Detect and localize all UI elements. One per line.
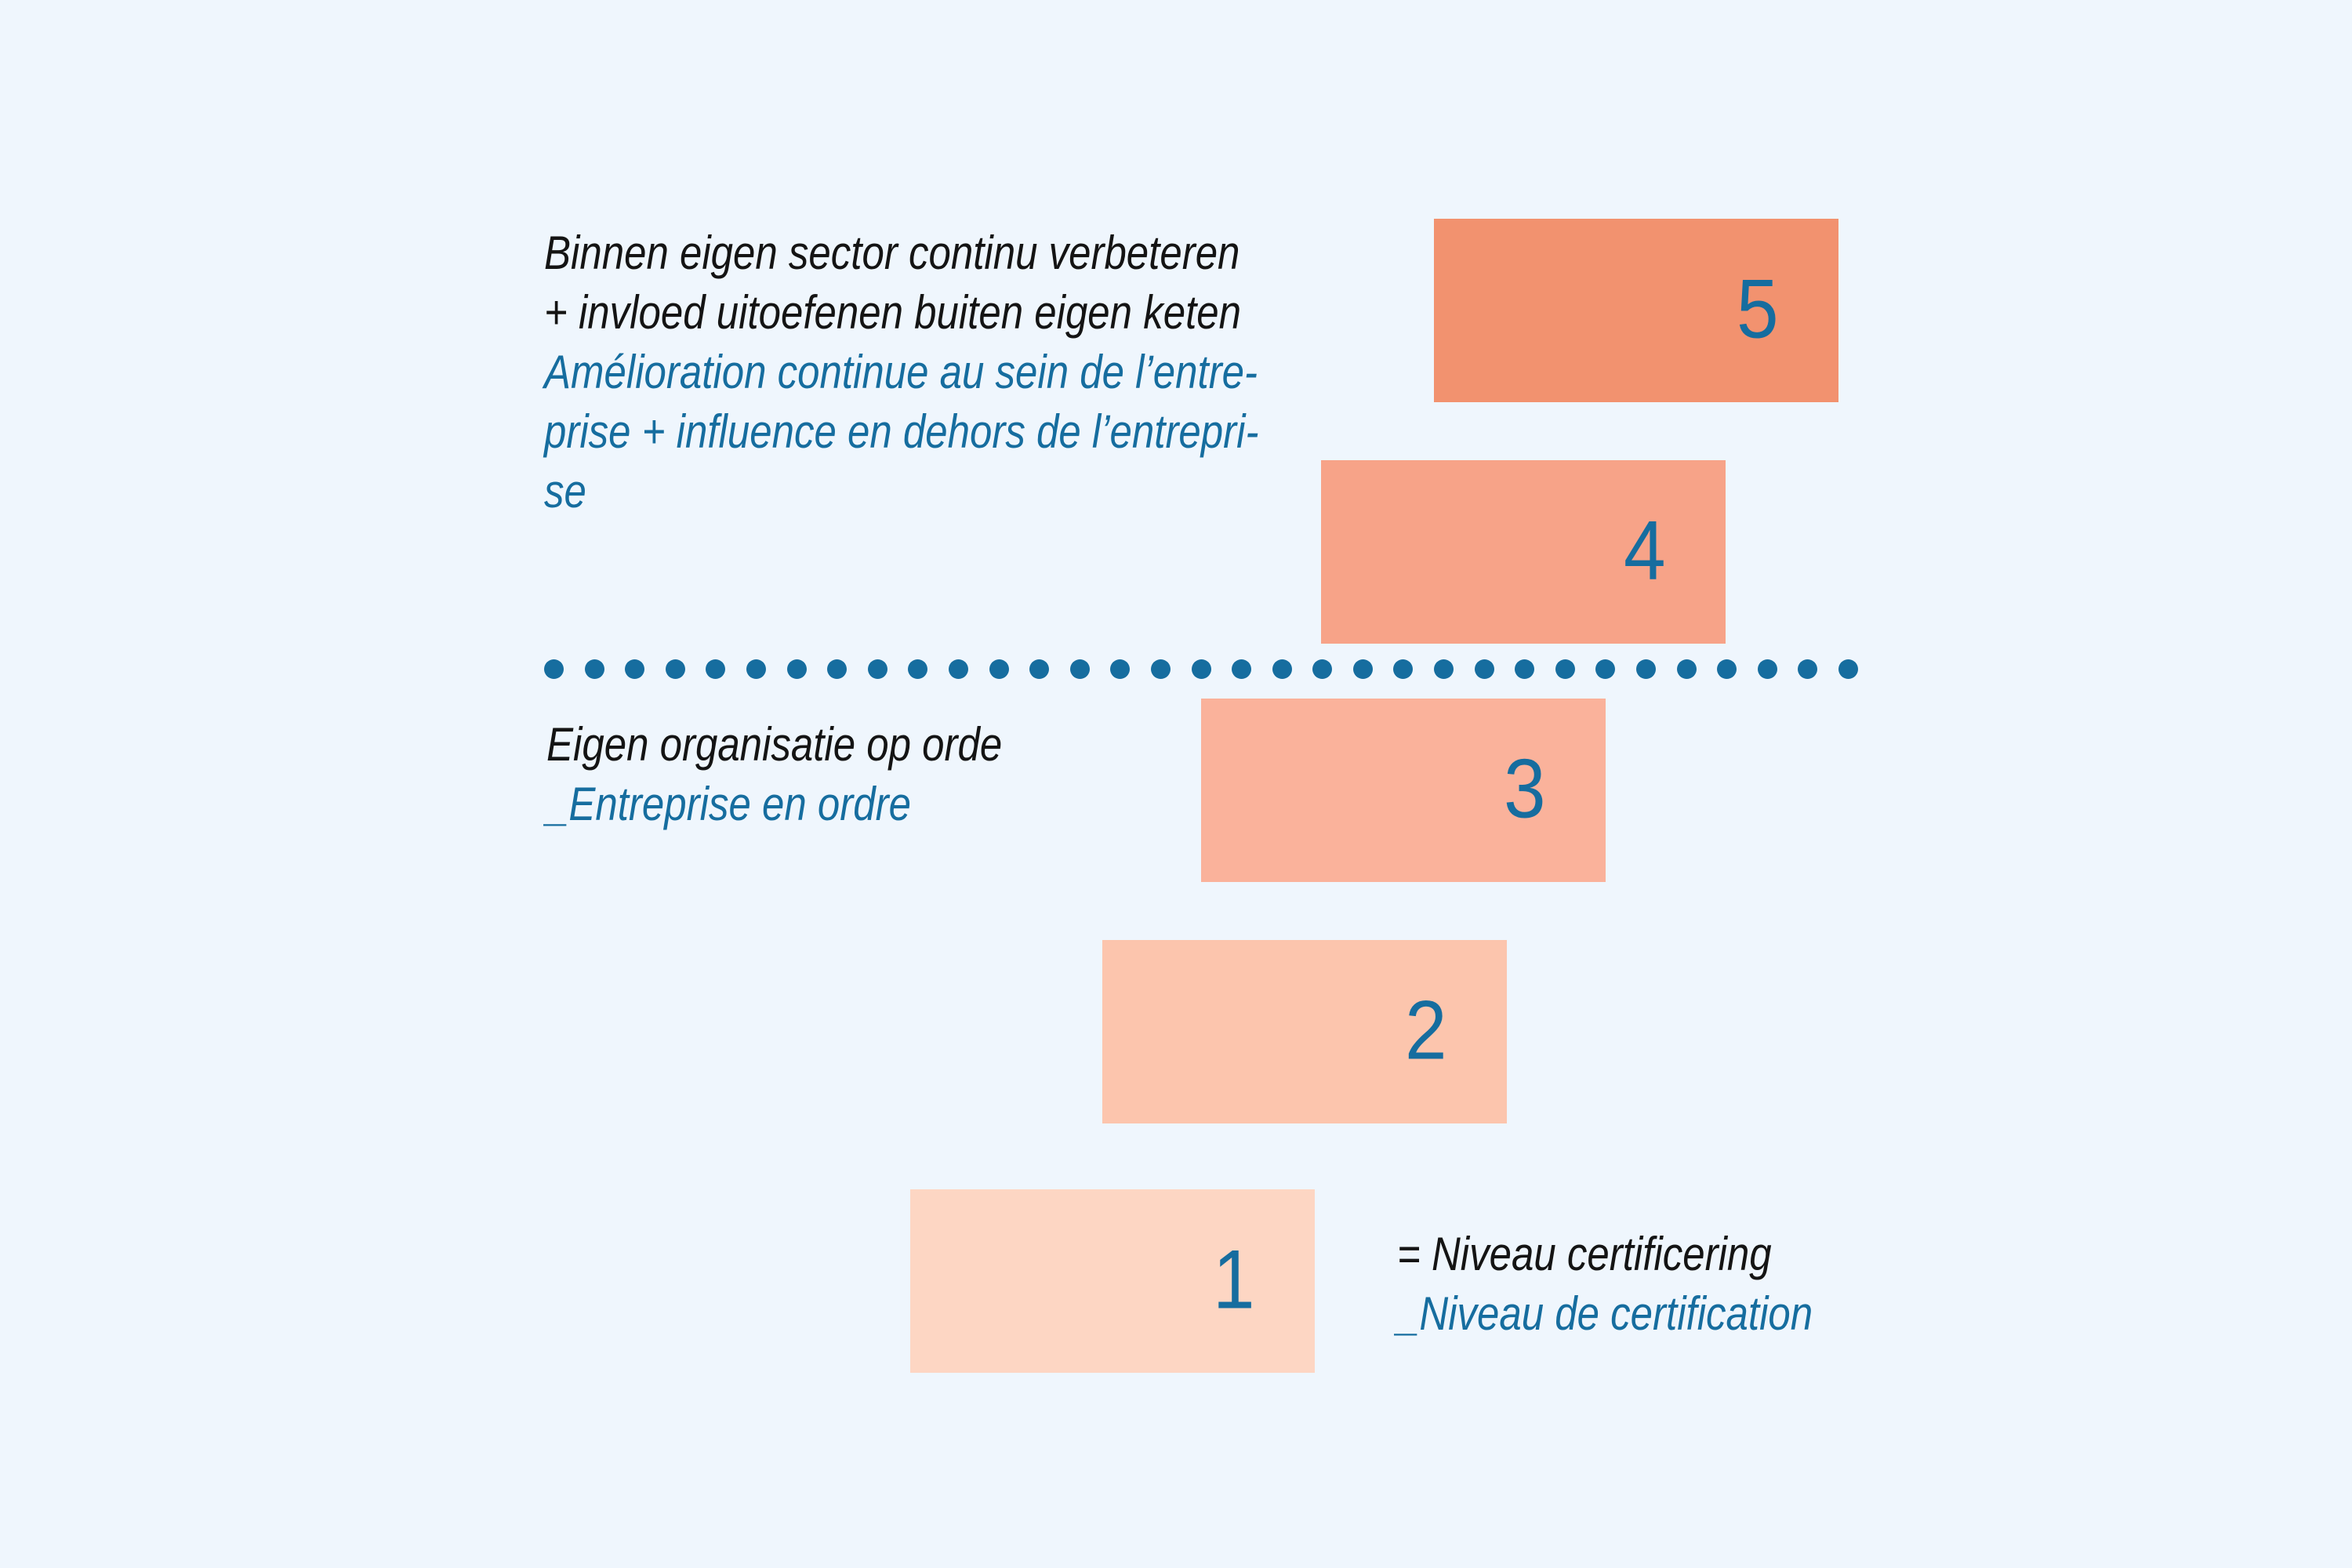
top-annotation-nl-line2: + invloed uitoefenen buiten eigen keten (544, 286, 1241, 339)
divider-dot (1191, 659, 1211, 679)
level-4-number: 4 (1624, 503, 1666, 597)
legend-fr: _Niveau de certification (1397, 1287, 1813, 1340)
divider-dot (706, 659, 726, 679)
divider-dot (1232, 659, 1252, 679)
top-annotation: Binnen eigen sector continu verbeteren +… (544, 223, 1385, 521)
divider-dot (1595, 659, 1616, 679)
mid-annotation: Eigen organisatie op orde _Entreprise en… (546, 715, 1083, 834)
divider-dot (989, 659, 1009, 679)
level-1-block: 1 (910, 1189, 1315, 1373)
divider-dot (1798, 659, 1818, 679)
mid-annotation-nl: Eigen organisatie op orde (546, 718, 1003, 771)
divider-dot (1717, 659, 1737, 679)
divider-dot (1757, 659, 1777, 679)
level-4-block: 4 (1321, 460, 1726, 644)
divider-dot (1393, 659, 1414, 679)
top-annotation-fr-line2: prise + influence en dehors de l’entrepr… (544, 405, 1259, 458)
level-3-number: 3 (1504, 741, 1546, 836)
divider-dot (1272, 659, 1292, 679)
divider-dot (948, 659, 968, 679)
divider-dot (1029, 659, 1050, 679)
dotted-divider (544, 659, 1858, 679)
level-5-block: 5 (1434, 219, 1838, 402)
divider-dot (746, 659, 766, 679)
legend-nl: = Niveau certificering (1397, 1228, 1772, 1280)
divider-dot (1515, 659, 1535, 679)
divider-dot (1312, 659, 1333, 679)
level-5-number: 5 (1737, 261, 1779, 356)
divider-dot (867, 659, 887, 679)
top-annotation-fr-line1: Amélioration continue au sein de l’entre… (544, 346, 1258, 398)
level-2-number: 2 (1405, 982, 1447, 1077)
level-1-number: 1 (1213, 1232, 1255, 1327)
divider-dot (1110, 659, 1131, 679)
divider-dot (1352, 659, 1373, 679)
level-3-block: 3 (1201, 699, 1606, 882)
divider-dot (584, 659, 604, 679)
divider-dot (827, 659, 848, 679)
divider-dot (665, 659, 685, 679)
divider-dot (625, 659, 645, 679)
divider-dot (1555, 659, 1575, 679)
divider-dot (544, 659, 564, 679)
divider-dot (1636, 659, 1657, 679)
top-annotation-fr-line3: se (544, 465, 586, 517)
divider-dot (908, 659, 928, 679)
divider-dot (1150, 659, 1171, 679)
level-2-block: 2 (1102, 940, 1507, 1123)
divider-dot (1838, 659, 1858, 679)
divider-dot (1676, 659, 1697, 679)
divider-dot (786, 659, 807, 679)
legend: = Niveau certificering _Niveau de certif… (1397, 1225, 1886, 1344)
mid-annotation-fr: _Entreprise en ordre (546, 778, 911, 830)
divider-dot (1434, 659, 1454, 679)
divider-dot (1069, 659, 1090, 679)
top-annotation-nl-line1: Binnen eigen sector continu verbeteren (544, 227, 1240, 279)
divider-dot (1474, 659, 1494, 679)
